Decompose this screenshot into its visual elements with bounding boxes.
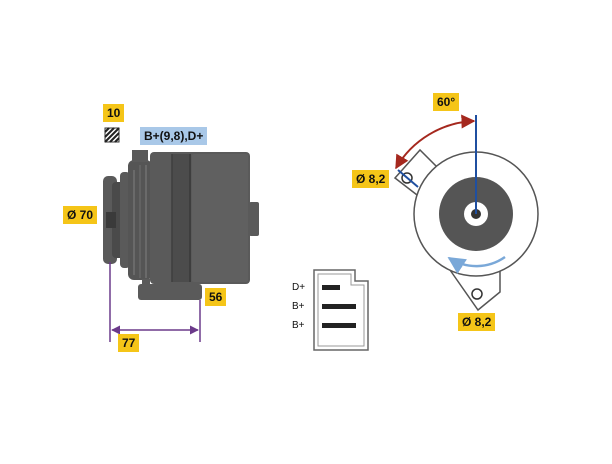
length-77-label: 77	[118, 334, 140, 352]
lower-mounting-hole	[471, 288, 483, 300]
side-view	[103, 127, 259, 342]
pin-b-plus-2	[322, 323, 356, 328]
upper-hole-diameter-label: Ø 8,2	[352, 170, 390, 188]
hatched-square-icon	[104, 127, 120, 143]
mounting-foot	[138, 279, 202, 300]
rotation-arrow-icon	[447, 255, 506, 274]
pin-d-plus	[322, 285, 340, 290]
angle-arc	[395, 114, 476, 170]
pin-b-plus-1	[322, 304, 356, 309]
connector-pin-label-3: B+	[292, 320, 305, 331]
label-ten: 10	[103, 104, 125, 122]
connector-pin-label-2: B+	[292, 301, 305, 312]
connector-plug	[313, 269, 369, 351]
front-view	[393, 114, 539, 312]
angle-60-label: 60°	[433, 93, 460, 111]
pulley-diameter-label: Ø 70	[63, 206, 98, 224]
dimension-56-label: 56	[205, 288, 227, 306]
connector-pin-label-1: D+	[292, 282, 306, 293]
pulley	[103, 172, 130, 268]
stator-body	[150, 152, 250, 284]
terminals-label: B+(9,8),D+	[140, 127, 208, 145]
lower-hole-diameter-label: Ø 8,2	[458, 313, 496, 331]
angled-axis-line	[397, 169, 419, 188]
front-housing	[128, 150, 152, 280]
rear-shaft	[249, 202, 259, 236]
